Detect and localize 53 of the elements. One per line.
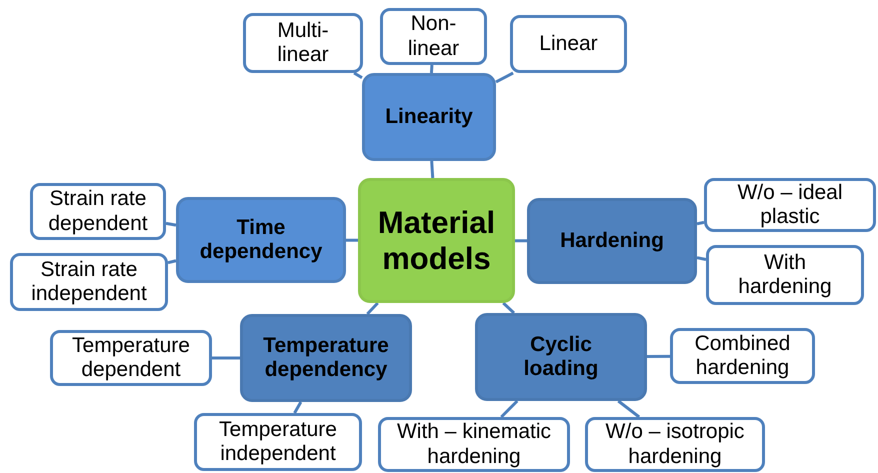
node-label: With – kinematic hardening [396, 420, 552, 469]
connector-line [366, 302, 379, 316]
node-label: Combined hardening [694, 332, 792, 380]
connector-line [502, 302, 515, 314]
connector-line [495, 72, 514, 84]
connector-line [212, 356, 240, 360]
connector-line [166, 222, 176, 227]
connector-line [647, 354, 670, 358]
leaf-box [378, 417, 570, 472]
node-label: Material models [376, 204, 496, 276]
node-label: Strain rate independent [30, 258, 148, 306]
leaf-box [30, 183, 166, 240]
connector-line [168, 259, 176, 264]
category-box [475, 313, 647, 401]
node-label: Temperature dependent [71, 334, 191, 382]
leaf-box [585, 417, 765, 472]
node-label: Strain rate dependent [47, 187, 149, 236]
leaf-box [10, 253, 168, 311]
category-box [527, 198, 697, 284]
connector-line [346, 238, 358, 242]
connector-line [353, 72, 363, 79]
node-label: Hardening [560, 228, 664, 254]
leaf-box [510, 15, 627, 73]
category-box [240, 314, 412, 402]
leaf-box [50, 330, 212, 386]
connector-line [617, 400, 640, 418]
connector-line [515, 239, 527, 242]
connector-line [430, 160, 434, 178]
node-label: Cyclic loading [522, 332, 600, 382]
category-box [362, 73, 496, 161]
connector-line [696, 256, 706, 261]
category-box [176, 197, 346, 283]
node-label: Time dependency [198, 216, 324, 264]
connector-line [430, 64, 434, 74]
connector-line [500, 400, 518, 418]
connector-line [696, 220, 704, 226]
connector-line [293, 401, 302, 414]
node-label: With hardening [737, 250, 833, 300]
node-label: W/o – ideal plastic [736, 180, 844, 230]
node-label: Multi-linear [276, 18, 330, 68]
leaf-box [194, 413, 362, 471]
leaf-box [706, 245, 864, 305]
leaf-box [670, 328, 815, 384]
node-label: Linear [539, 32, 598, 56]
node-label: Non-linear [406, 12, 460, 61]
node-label: Temperature independent [218, 418, 338, 466]
leaf-box [380, 8, 487, 65]
node-label: Temperature dependency [262, 334, 390, 382]
node-label: W/o – isotropic hardening [604, 420, 746, 469]
leaf-box [243, 13, 363, 73]
node-label: Linearity [385, 104, 473, 130]
leaf-box [704, 178, 876, 232]
central-topic-box [358, 178, 515, 303]
